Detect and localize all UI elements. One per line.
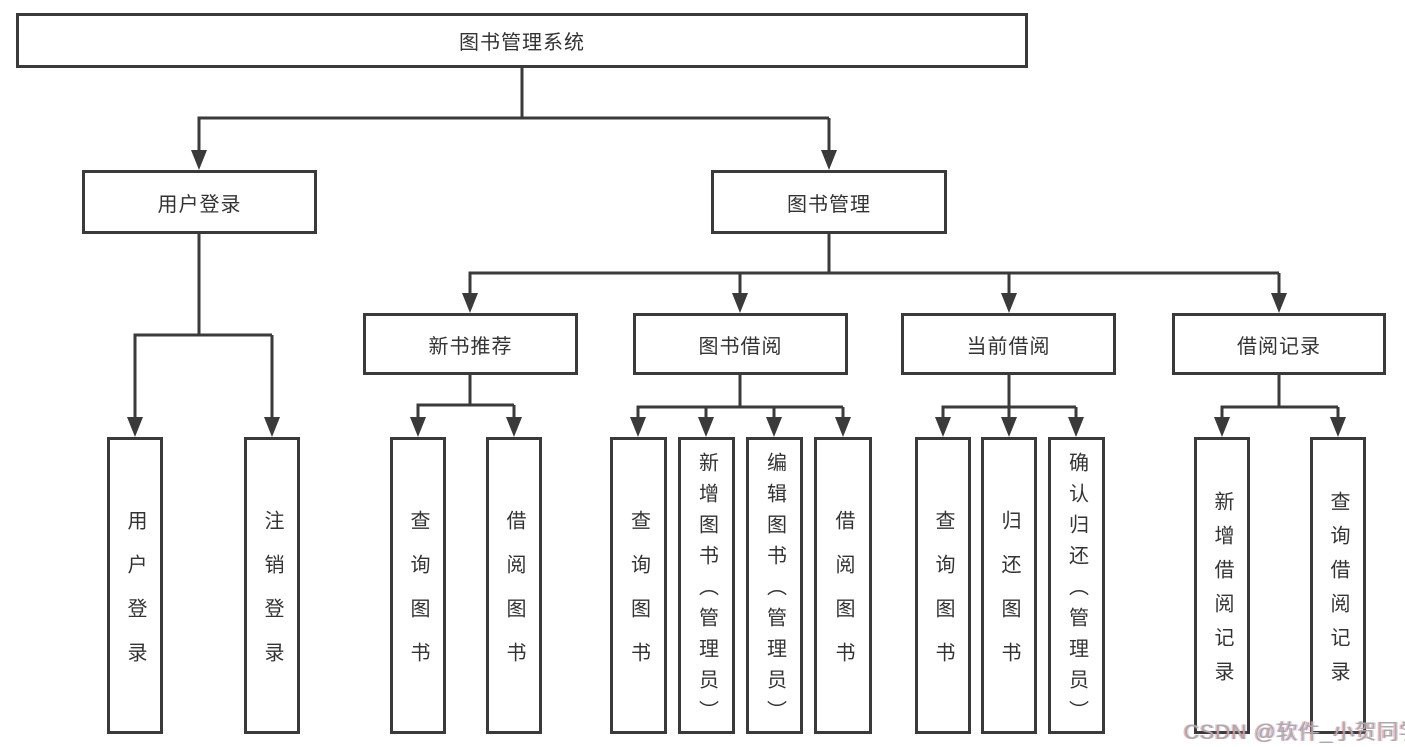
node-new-book-recommend: 新书推荐 [363,313,578,375]
leaf-query-book-borrow-label: 查询图书 [627,509,650,686]
leaf-query-book-borrow: 查询图书 [610,437,667,734]
csdn-watermark: CSDN @软件_小贺同学 [1184,721,1405,744]
node-current-borrow: 当前借阅 [901,313,1116,375]
node-new-book-recommend-label: 新书推荐 [428,335,513,358]
leaf-query-book-current: 查询图书 [915,437,971,734]
leaf-query-book-recommend-label: 查询图书 [407,509,429,686]
leaf-query-book-current-label: 查询图书 [932,509,954,686]
leaf-return-book: 归还图书 [981,437,1037,734]
leaf-borrow-book-label: 借阅图书 [832,509,854,686]
leaf-query-book-recommend: 查询图书 [390,437,446,734]
node-borrow-records-label: 借阅记录 [1237,335,1321,358]
node-borrow-records: 借阅记录 [1172,313,1386,375]
node-book-management: 图书管理 [711,170,947,234]
leaf-add-book-admin: 新增图书（管理员） [678,437,735,734]
leaf-query-borrow-record: 查询借阅记录 [1310,437,1366,734]
leaf-edit-book-admin: 编辑图书（管理员） [746,437,803,734]
leaf-return-book-label: 归还图书 [998,509,1020,686]
leaf-borrow-book-recommend-label: 借阅图书 [503,509,525,686]
node-current-borrow-label: 当前借阅 [966,335,1051,358]
leaf-add-book-admin-label: 新增图书（管理员） [695,451,718,731]
leaf-confirm-return-admin: 确认归还（管理员） [1048,437,1105,734]
leaf-edit-book-admin-label: 编辑图书（管理员） [763,451,786,731]
node-root-system: 图书管理系统 [16,13,1028,68]
leaf-add-borrow-record-label: 新增借阅记录 [1211,490,1233,695]
leaf-query-borrow-record-label: 查询借阅记录 [1327,490,1349,695]
leaf-user-login: 用户登录 [107,437,163,734]
node-book-borrow-label: 图书借阅 [698,335,783,358]
node-book-borrow: 图书借阅 [633,313,848,375]
leaf-borrow-book: 借阅图书 [814,437,872,734]
leaf-confirm-return-admin-label: 确认归还（管理员） [1065,451,1088,731]
node-book-management-label: 图书管理 [787,193,871,216]
leaf-add-borrow-record: 新增借阅记录 [1194,437,1250,734]
node-user-login: 用户登录 [82,170,317,234]
leaf-logout-label: 注销登录 [261,509,283,686]
leaf-user-login-label: 用户登录 [124,509,146,686]
node-root-system-label: 图书管理系统 [459,32,585,54]
leaf-logout: 注销登录 [244,437,300,734]
node-user-login-label: 用户登录 [157,193,242,216]
leaf-borrow-book-recommend: 借阅图书 [486,437,542,734]
